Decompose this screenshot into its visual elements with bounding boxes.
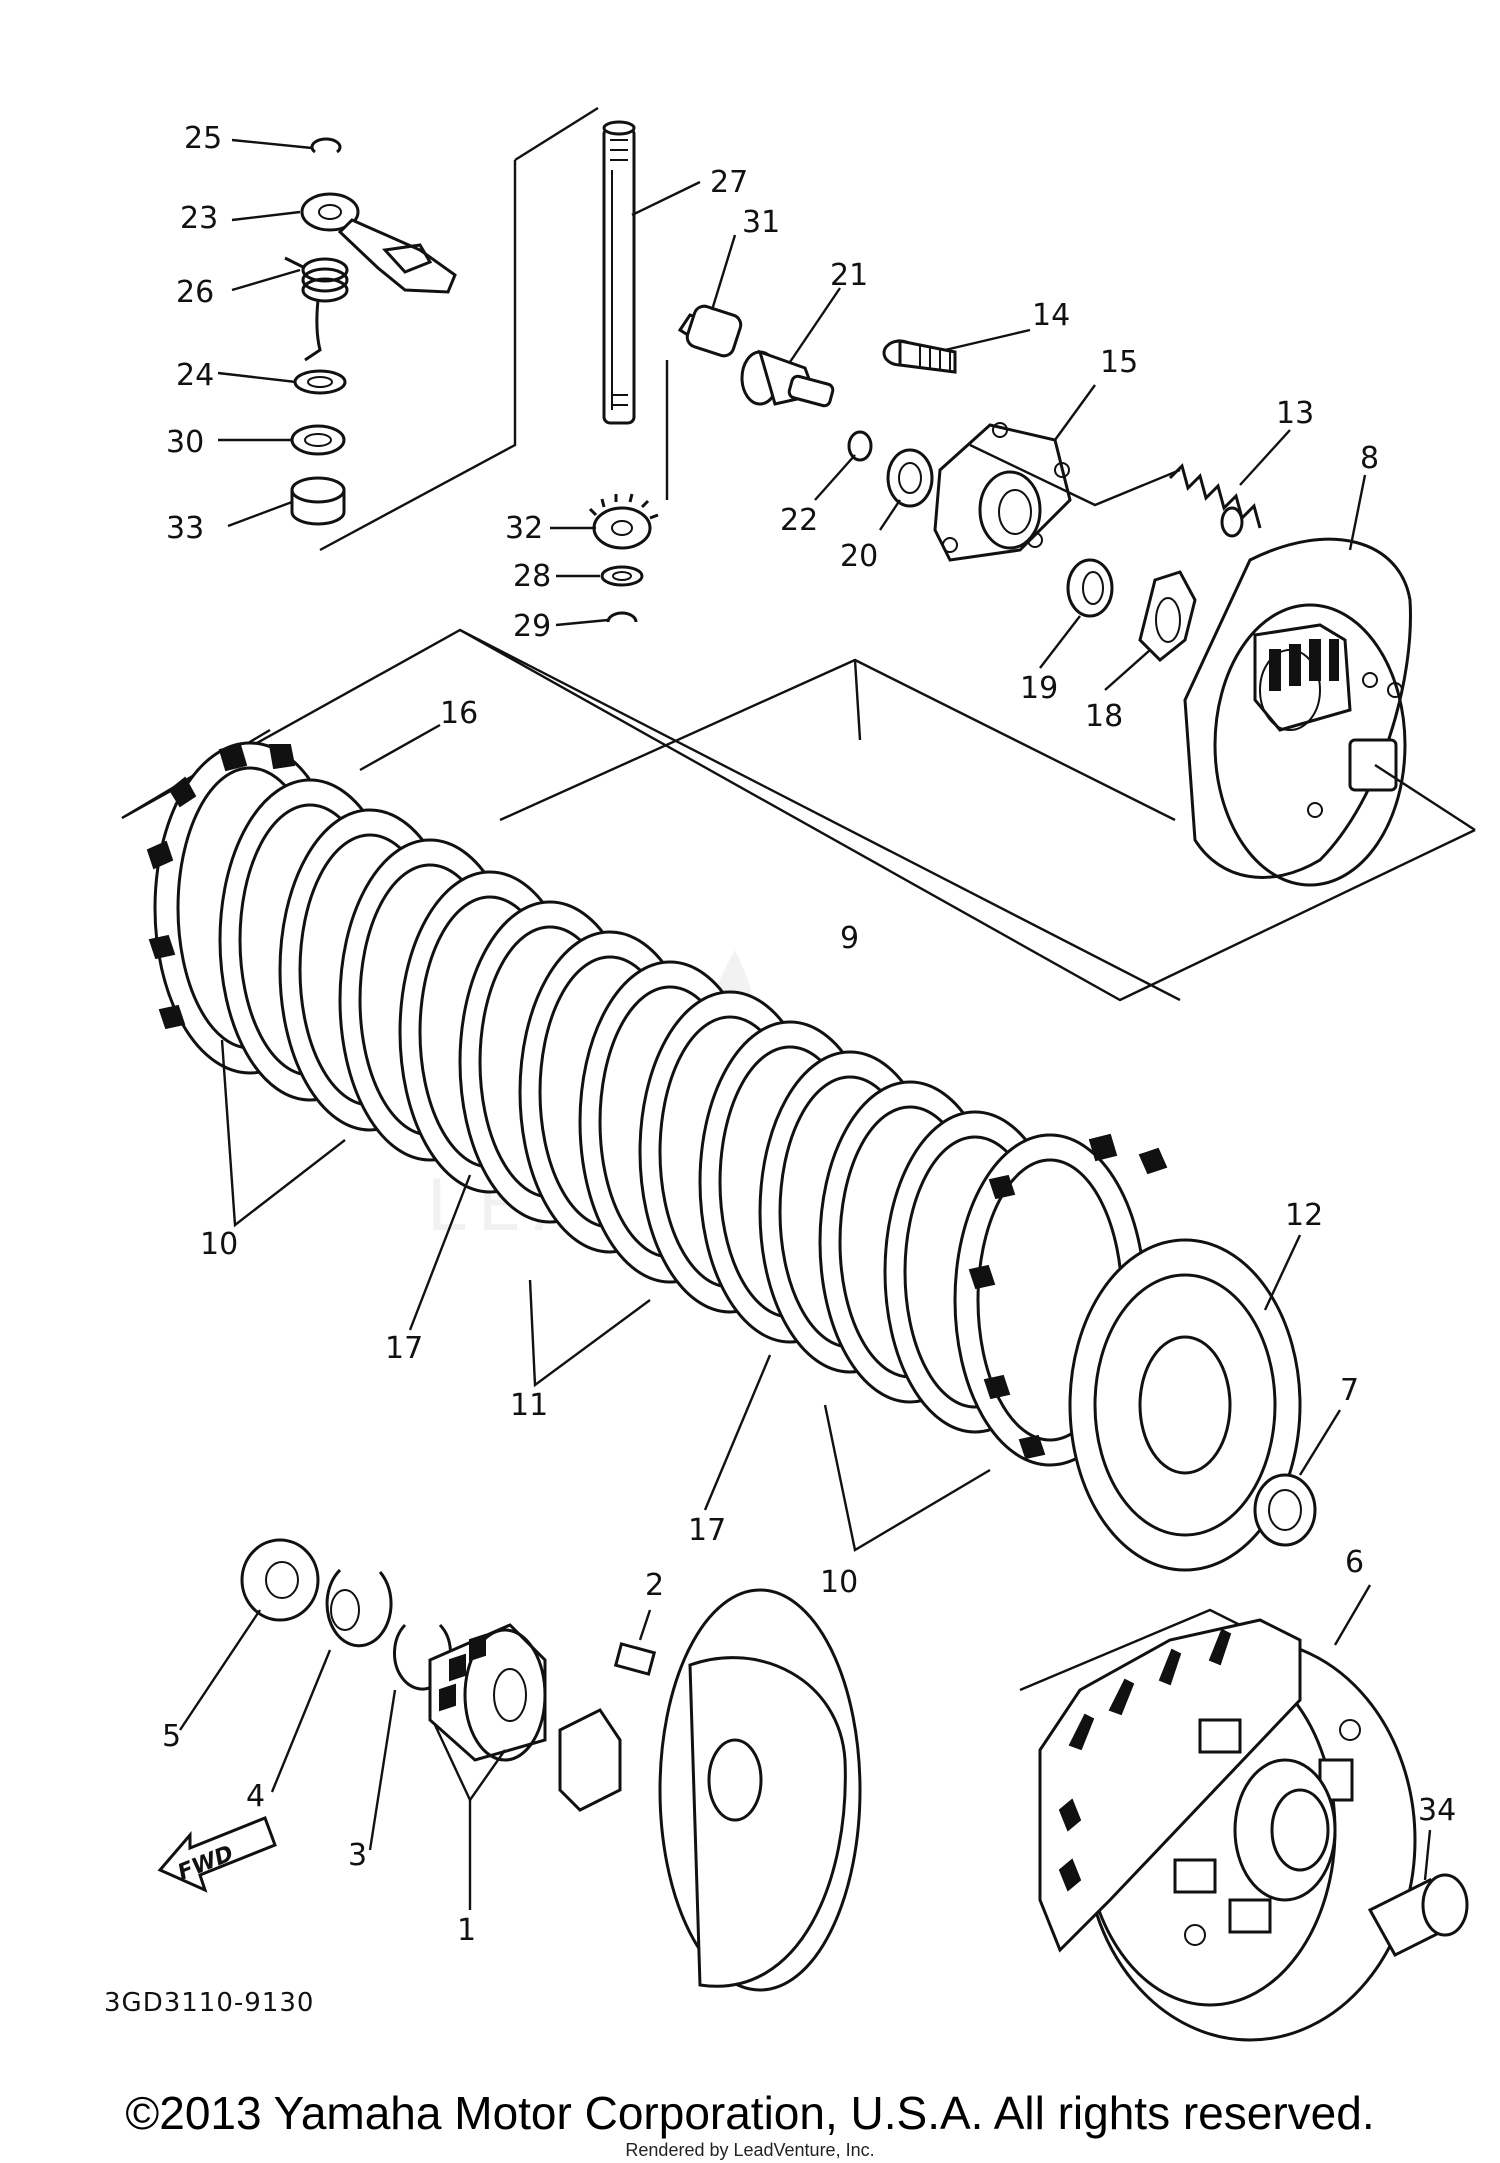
push-pin-21: [740, 349, 835, 408]
callout-30: 30: [166, 425, 204, 460]
callout-11: 11: [510, 1388, 548, 1423]
callout-9: 9: [840, 921, 859, 956]
callout-7: 7: [1340, 1373, 1359, 1408]
lower-left-parts: [179, 1538, 657, 1910]
callout-5: 5: [162, 1719, 181, 1754]
callout-16: 16: [440, 696, 478, 731]
callout-29: 29: [513, 609, 551, 644]
push-rod-shaft: [602, 120, 636, 425]
callout-18: 18: [1085, 699, 1123, 734]
callout-23: 23: [180, 201, 218, 236]
copyright-notice: ©2013 Yamaha Motor Corporation, U.S.A. A…: [125, 2087, 1375, 2139]
callout-2: 2: [645, 1568, 664, 1603]
lock-washer-18: [1138, 570, 1197, 663]
callout-15: 15: [1100, 345, 1138, 380]
pinion-gear-group: [588, 493, 659, 623]
collar-19: [1066, 558, 1114, 618]
callout-27: 27: [710, 165, 748, 200]
clutch-plate-stack: [146, 658, 1176, 1552]
callout-leaders: [217, 138, 1367, 772]
o-ring-22: [847, 430, 873, 462]
spacer-34: [1367, 1829, 1469, 1957]
callout-1: 1: [457, 1913, 476, 1948]
bolt-14: [882, 339, 957, 374]
circlip-7: [1253, 1409, 1342, 1547]
callout-17-b: 17: [688, 1513, 726, 1548]
shift-lever-group: [284, 106, 599, 552]
callout-33: 33: [166, 511, 204, 546]
callout-24: 24: [176, 358, 214, 393]
clutch-housing-6: [1019, 1584, 1417, 2042]
fwd-arrow-icon: [157, 1816, 277, 1893]
pinion-part-31: [665, 304, 743, 500]
callout-10-a: 10: [200, 1227, 238, 1262]
clutch-boss-8: [1183, 537, 1476, 887]
callout-14: 14: [1032, 298, 1070, 333]
callout-31: 31: [742, 205, 780, 240]
callout-17-a: 17: [385, 1331, 423, 1366]
rendered-by-notice: Rendered by LeadVenture, Inc.: [625, 2140, 875, 2160]
callout-34: 34: [1418, 1793, 1456, 1828]
callout-12: 12: [1285, 1198, 1323, 1233]
callout-21: 21: [830, 258, 868, 293]
pressure-plate-15: [933, 422, 1181, 562]
callout-22: 22: [780, 503, 818, 538]
callout-10-b: 10: [820, 1565, 858, 1600]
primary-gear-disc: [558, 1588, 862, 1992]
callout-4: 4: [246, 1779, 265, 1814]
spring-13: [1168, 463, 1262, 538]
callout-28: 28: [513, 559, 551, 594]
callout-13: 13: [1276, 396, 1314, 431]
callout-32: 32: [505, 511, 543, 546]
callout-26: 26: [176, 275, 214, 310]
pressure-plate-12: [1068, 1234, 1302, 1572]
callout-3: 3: [348, 1838, 367, 1873]
callout-6: 6: [1345, 1545, 1364, 1580]
callout-labels: 25 23 26 24 30 33 27 31 21 14 15 13 8 32…: [162, 121, 1456, 1948]
callout-20: 20: [840, 539, 878, 574]
callout-25: 25: [184, 121, 222, 156]
diagram-code: 3GD3110-9130: [104, 1988, 315, 2018]
callout-8: 8: [1360, 441, 1379, 476]
bearing-20: [886, 448, 934, 508]
callout-19: 19: [1020, 671, 1058, 706]
